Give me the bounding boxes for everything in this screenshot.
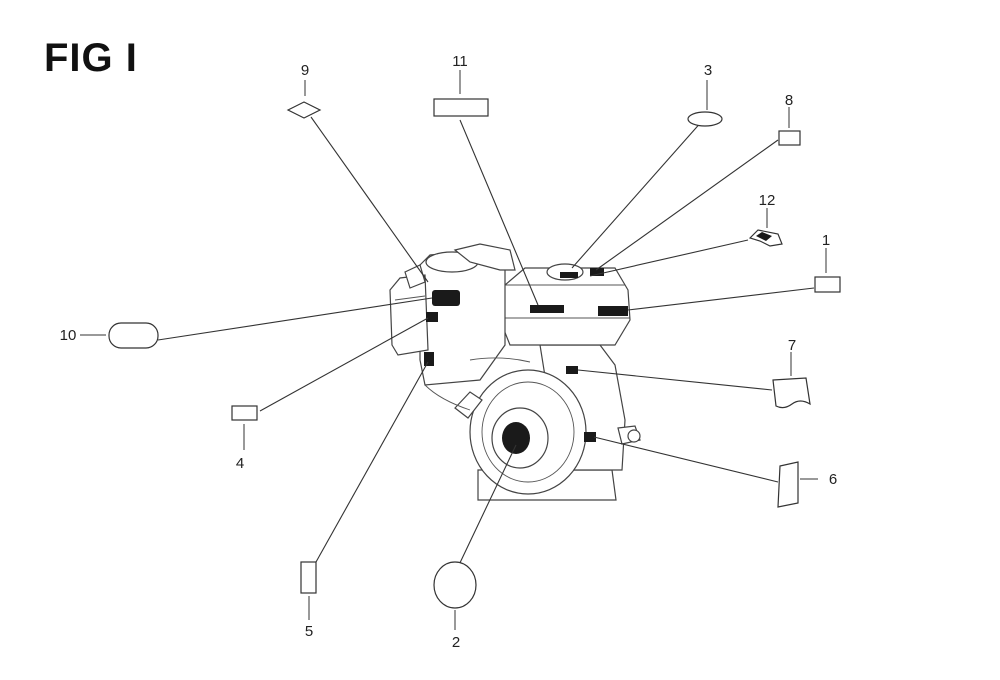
- decal-5: [300, 561, 317, 594]
- decal-8: [778, 130, 801, 146]
- callout-2: 2: [452, 634, 460, 651]
- callout-1: 1: [822, 232, 830, 249]
- decal-parts: [108, 98, 841, 609]
- leader-7: [577, 369, 773, 391]
- part-numbers: 1 2 3 4 5 6 7 8 9 10 11 12: [60, 53, 838, 651]
- leader-lines: [157, 116, 815, 568]
- leader-5: [315, 361, 429, 563]
- leader-1: [627, 287, 815, 311]
- decal-3: [687, 111, 723, 127]
- decal-10: [108, 322, 159, 349]
- callout-6: 6: [829, 471, 837, 488]
- decal-11: [433, 98, 489, 117]
- decal-9: [286, 101, 322, 119]
- leader-11: [459, 119, 539, 306]
- callout-4: 4: [236, 455, 244, 472]
- figure-title: FIG I: [44, 36, 138, 80]
- leader-8: [595, 139, 779, 271]
- decal-7: [772, 377, 811, 409]
- leader-12: [589, 239, 749, 277]
- leader-3: [571, 119, 704, 269]
- leader-10: [157, 297, 433, 341]
- callout-9: 9: [301, 62, 309, 79]
- decal-2: [433, 561, 477, 609]
- callout-3: 3: [704, 62, 712, 79]
- callout-ticks: [80, 70, 827, 630]
- callout-12: 12: [759, 192, 776, 209]
- callout-11: 11: [452, 53, 468, 70]
- callout-8: 8: [785, 92, 793, 109]
- callout-5: 5: [305, 623, 313, 640]
- leader-6: [593, 436, 779, 483]
- callout-7: 7: [788, 337, 796, 354]
- decal-6: [777, 461, 799, 508]
- callout-10: 10: [60, 327, 77, 344]
- decal-4: [231, 405, 258, 421]
- leader-4: [259, 317, 429, 412]
- decal-1: [814, 276, 841, 293]
- engine-illustration: [389, 243, 641, 501]
- leader-9: [310, 116, 429, 283]
- leader-2: [457, 444, 517, 568]
